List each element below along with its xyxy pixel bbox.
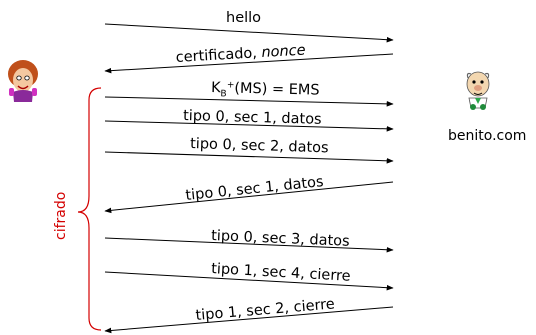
label-msg-1: tipo 0, sec 1, datos [183,108,322,128]
label-msg-6: tipo 1, sec 2, cierre [195,296,335,324]
arrow-msg-4 [104,237,394,253]
arrow-msg-2 [104,151,394,164]
server-name: benito.com [448,128,527,144]
arrow-certificate [104,53,394,74]
arrow-msg-5 [104,271,394,291]
encryption-bracket [77,87,102,331]
arrow-msg-6 [104,306,394,334]
label-ems: KB+(MS) = EMS [211,80,320,102]
label-certificate: certificado, nonce [175,43,306,66]
arrow-ems [104,96,394,107]
label-hello: hello [226,10,261,26]
label-msg-4: tipo 0, sec 3, datos [211,228,350,250]
server-figure-icon [466,71,490,110]
arrow-msg-1 [104,120,394,132]
label-msg-2: tipo 0, sec 2, datos [190,136,329,156]
arrow-hello [104,23,394,43]
client-figure-icon [8,60,38,102]
encryption-label: cifrado [53,192,69,240]
arrow-msg-3 [104,181,394,214]
label-msg-5: tipo 1, sec 4, cierre [211,261,351,285]
label-msg-3: tipo 0, sec 1, datos [185,174,324,204]
